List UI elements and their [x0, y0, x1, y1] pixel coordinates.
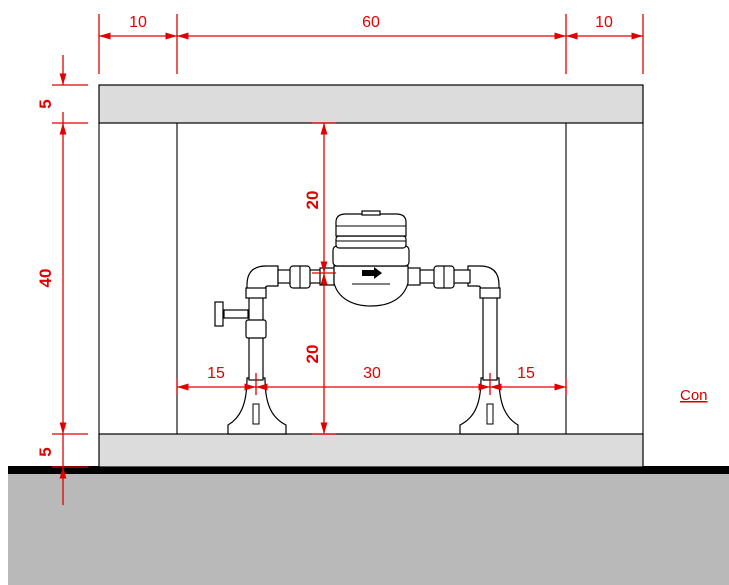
ground-area: [8, 472, 729, 585]
right-elbow-collar: [479, 287, 501, 299]
meter-body: [333, 265, 409, 307]
ground-line: [8, 466, 729, 474]
inner-vertical-dimensions: 20 20: [303, 122, 328, 434]
top-dimensions: 10 60 10: [99, 14, 643, 40]
bottom-slab: [98, 433, 644, 468]
left-elbow-collar: [245, 287, 267, 299]
water-meter-assembly: [214, 210, 519, 435]
valve-handle-icon: [214, 301, 224, 327]
bottom-inner-dimensions: 15 30 15: [177, 365, 566, 391]
dim-inner-lower: 20: [303, 345, 322, 364]
partial-link[interactable]: Con: [680, 387, 708, 404]
meter-lid: [335, 213, 407, 237]
flow-arrow-icon: [362, 267, 382, 279]
dim-left-middle: 40: [36, 269, 55, 288]
dim-top-right: 10: [595, 14, 613, 31]
dim-inner-upper: 20: [303, 191, 322, 210]
left-stand-slot: [252, 403, 260, 425]
dim-left-bottom: 5: [36, 447, 55, 456]
right-stand-slot: [486, 403, 494, 425]
meter-head-base: [332, 245, 410, 267]
left-dimensions: 5 40 5: [36, 55, 67, 505]
left-nut: [319, 267, 335, 286]
extension-lines: [52, 14, 644, 468]
meter-head-band: [335, 235, 407, 249]
dim-bottom-right: 15: [517, 365, 535, 382]
meter-lid-top: [361, 210, 381, 216]
dim-bottom-middle: 30: [363, 365, 381, 382]
dim-top-middle: 60: [362, 14, 380, 31]
dim-bottom-left: 15: [207, 365, 225, 382]
right-vertical-pipe: [482, 294, 498, 381]
dim-top-left: 10: [129, 14, 147, 31]
valve-stem: [223, 309, 249, 319]
top-slab: [98, 84, 644, 124]
dim-left-top: 5: [36, 99, 55, 108]
valve-body: [245, 319, 267, 339]
